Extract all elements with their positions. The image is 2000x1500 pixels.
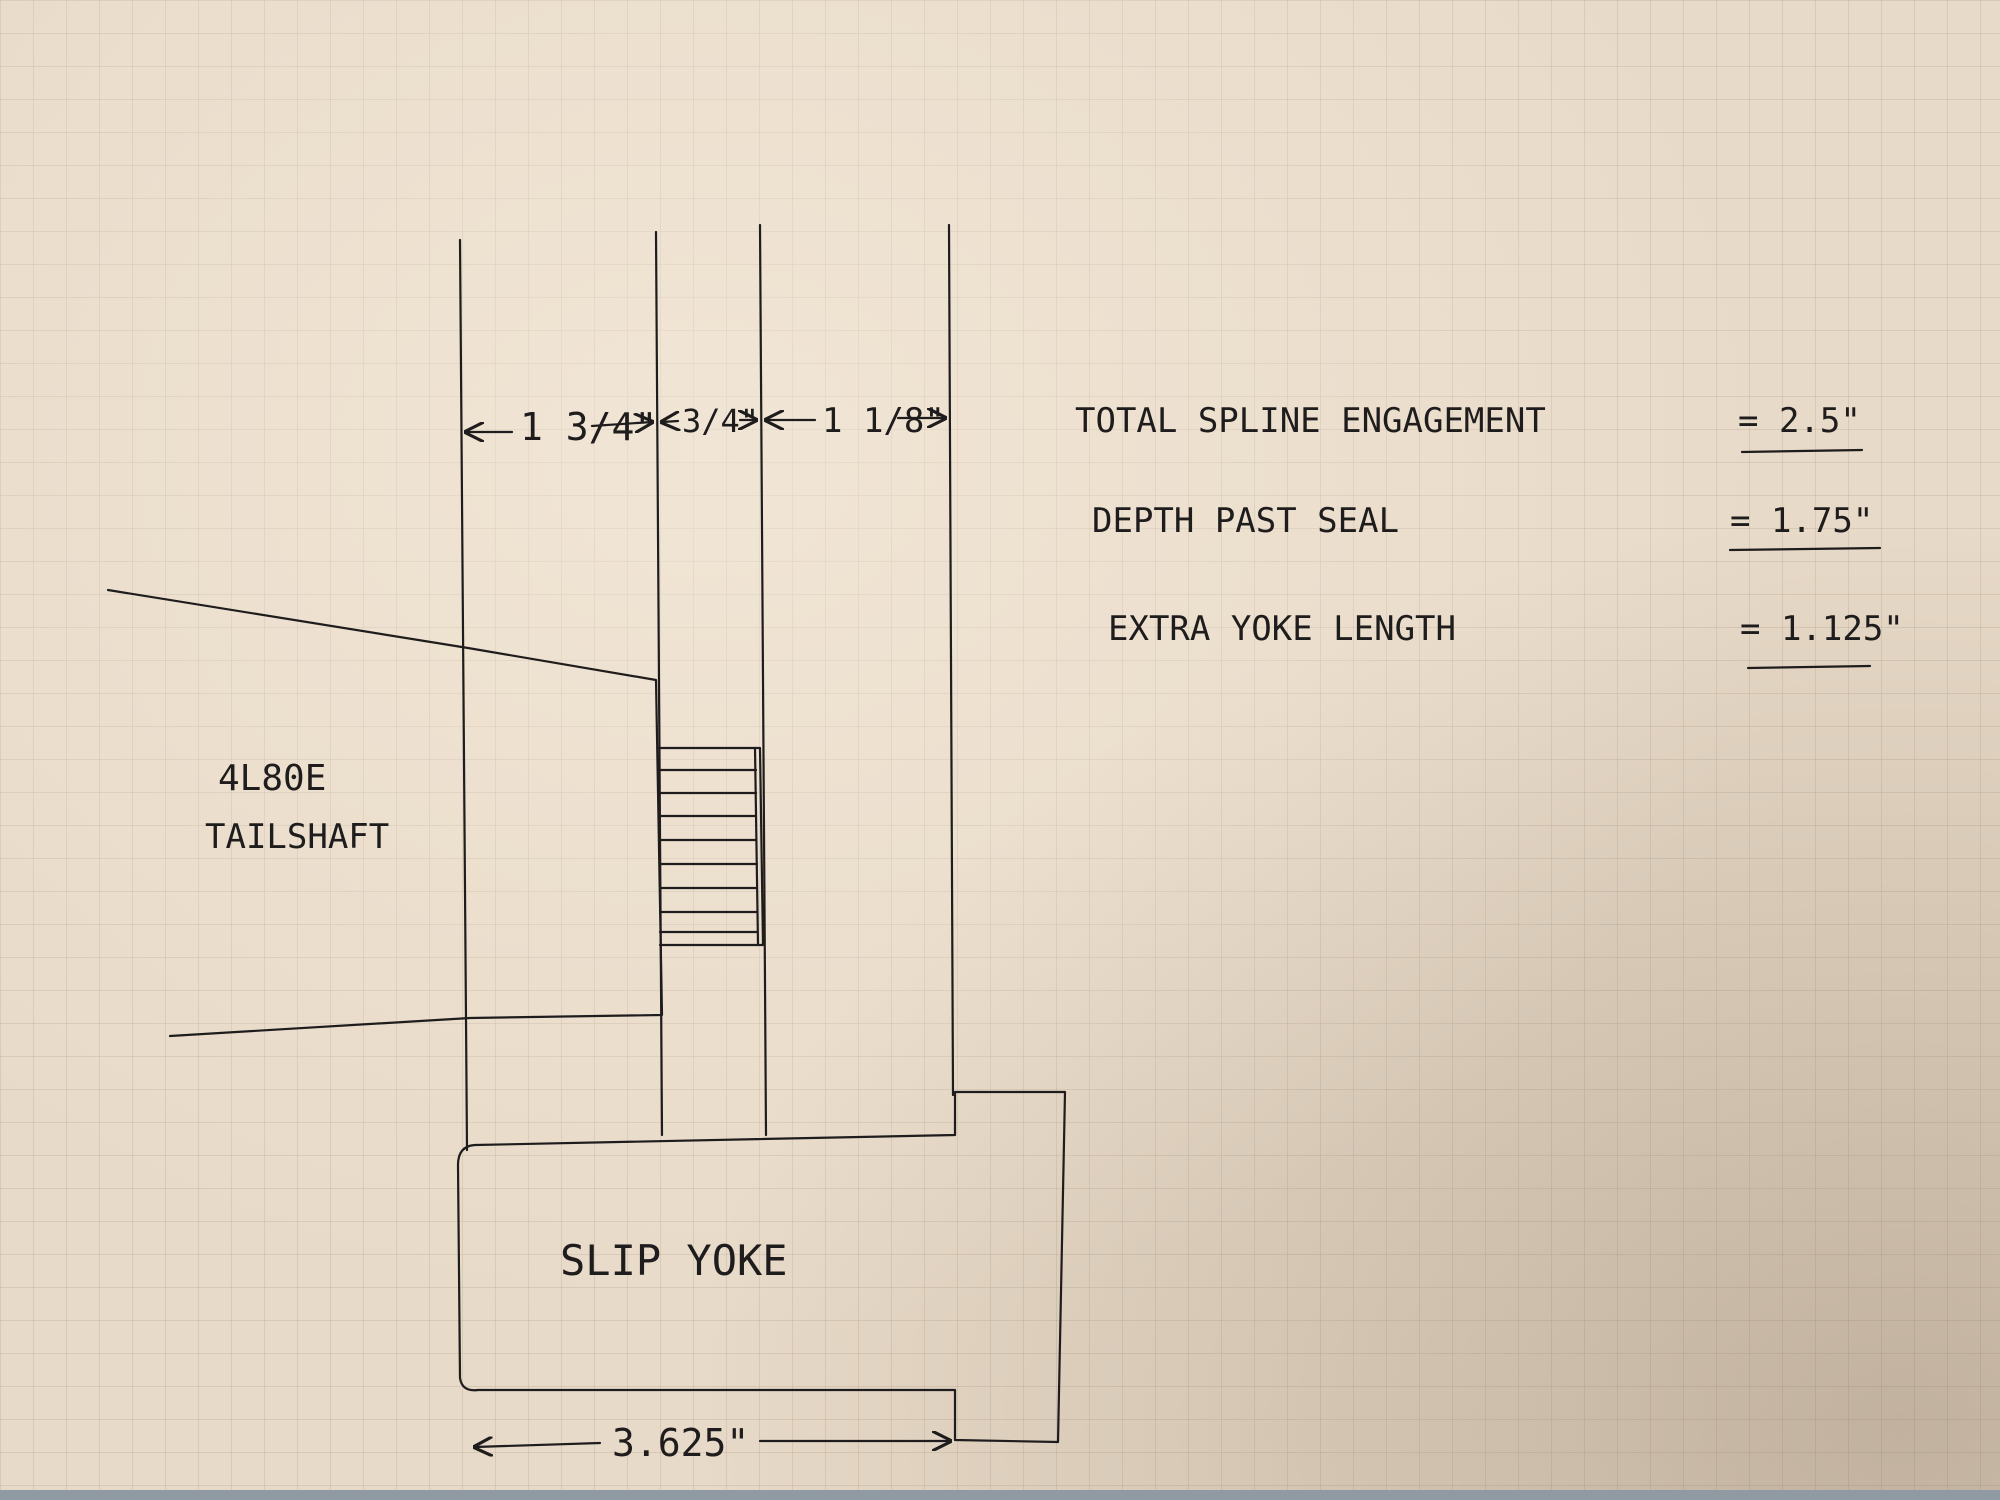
note-depth-label: DEPTH PAST SEAL [1092,501,1399,541]
underline-total [1740,448,1864,454]
reference-line-3 [758,223,768,1137]
dimension-part3: 1 1/8" [822,401,945,441]
bottom-edge-strip [0,1490,2000,1500]
note-extra-label: EXTRA YOKE LENGTH [1108,609,1456,649]
note-total-spline-label: TOTAL SPLINE ENGAGEMENT [1075,401,1546,441]
bottom-dimension-line [475,1441,950,1447]
dimension-part2: 3/4" [682,402,759,440]
note-extra-value: = 1.125" [1740,609,1904,649]
slip-yoke-outline [456,1090,1067,1444]
underline-extra [1746,664,1872,670]
top-dimension-line [466,418,945,432]
spline-block [656,746,765,947]
reference-line-1 [458,238,469,1152]
note-depth-value: = 1.75" [1730,501,1873,541]
tailshaft-label-line2: TAILSHAFT [205,817,389,857]
tailshaft-label-line1: 4L80E [218,758,326,799]
slip-yoke-label: SLIP YOKE [560,1236,788,1285]
note-total-spline-value: = 2.5" [1738,401,1861,441]
dimension-yoke-length: 3.625" [612,1421,749,1465]
underline-depth [1728,546,1882,552]
reference-line-4 [947,223,955,1097]
tailshaft-outline [106,588,664,1038]
dimension-part1: 1 3/4" [520,405,657,449]
